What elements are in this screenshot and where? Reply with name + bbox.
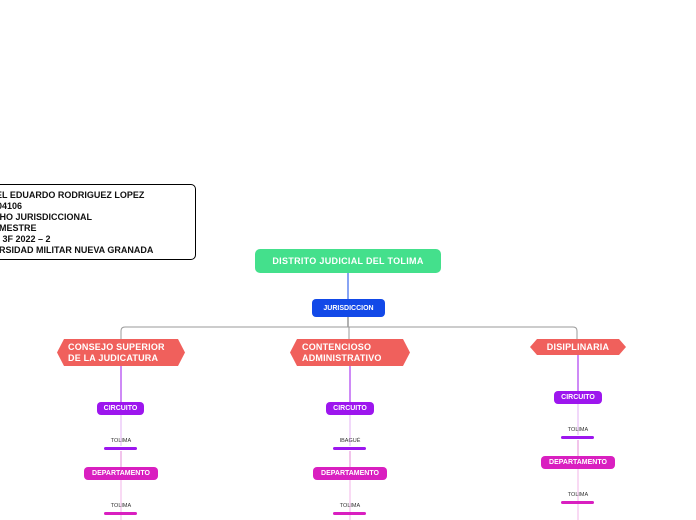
branch-label-line1: CONSEJO SUPERIOR [68,341,165,352]
branch-label-line2: DE LA JUDICATURA [68,352,159,363]
note-line: 0604106 [0,201,23,211]
leaf-underline [104,447,137,450]
department-topic[interactable]: DEPARTAMENTO [313,467,387,480]
branch-topic-contencioso[interactable]: CONTENCIOSO ADMINISTRATIVO [290,339,410,366]
department-label: DEPARTAMENTO [321,470,379,477]
circuit-label: CIRCUITO [561,394,595,401]
root-topic[interactable]: DISTRITO JUDICIAL DEL TOLIMA [255,249,441,273]
note-line: RIEL EDUARDO RODRIGUEZ LOPEZ [0,190,145,200]
leaf-underline [561,436,594,439]
note-line: VERSIDAD MILITAR NUEVA GRANADA [0,245,154,255]
department-topic[interactable]: DEPARTAMENTO [541,456,615,469]
leaf-topic[interactable]: TOLIMA [567,427,589,433]
author-note: RIEL EDUARDO RODRIGUEZ LOPEZ 0604106 ECH… [0,184,196,260]
leaf-underline [104,512,137,515]
leaf-topic[interactable]: TOLIMA [110,503,132,509]
branch-topic-disiplinaria[interactable]: DISIPLINARIA [530,339,626,355]
leaf-underline [333,512,366,515]
circuit-topic[interactable]: CIRCUITO [326,402,374,415]
department-topic[interactable]: DEPARTAMENTO [84,467,158,480]
note-line: PO 3F 2022 – 2 [0,234,51,244]
branch-label-line2: ADMINISTRATIVO [302,352,382,363]
branch-topic-consejo[interactable]: CONSEJO SUPERIOR DE LA JUDICATURA [57,339,185,366]
department-label: DEPARTAMENTO [92,470,150,477]
leaf-underline [561,501,594,504]
circuit-topic[interactable]: CIRCUITO [554,391,602,404]
circuit-label: CIRCUITO [103,405,138,412]
branch-label-line1: CONTENCIOSO [302,341,372,352]
hub-topic[interactable]: JURISDICCION [312,299,385,317]
note-line: SEMESTRE [0,223,37,233]
hub-topic-label: JURISDICCION [323,304,374,312]
leaf-topic[interactable]: TOLIMA [110,438,132,444]
circuit-topic[interactable]: CIRCUITO [97,402,144,415]
leaf-topic[interactable]: TOLIMA [567,492,589,498]
department-label: DEPARTAMENTO [549,459,607,466]
circuit-label: CIRCUITO [333,405,367,412]
note-line: ECHO JURISDICCIONAL [0,212,93,222]
branch-label-line1: DISIPLINARIA [546,341,610,352]
leaf-topic[interactable]: IBAGUÉ [339,438,361,444]
leaf-topic[interactable]: TOLIMA [339,503,361,509]
leaf-underline [333,447,366,450]
root-topic-label: DISTRITO JUDICIAL DEL TOLIMA [272,256,424,266]
